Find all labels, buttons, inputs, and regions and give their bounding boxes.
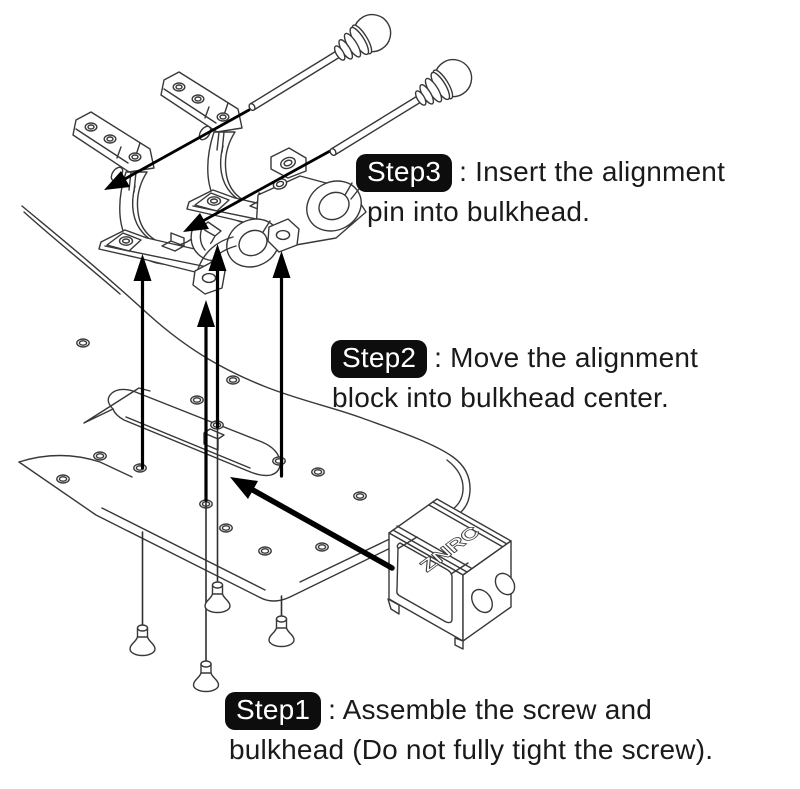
screw-3 [192,660,220,693]
chassis-holes [56,338,367,556]
alignment-pin-1 [239,6,399,125]
screw-1 [129,624,156,657]
step2-badge: Step2 [331,340,428,378]
chassis-rear-edge [21,205,471,519]
screw-4 [268,615,295,648]
step1-caption: Step1: Assemble the screw and bulkhead (… [225,690,770,770]
step2-caption: Step2: Move the alignment block into bul… [331,338,786,418]
screw-2 [204,581,231,614]
step3-text-line1: : Insert the alignment [459,156,726,187]
step3-badge: Step3 [356,154,453,192]
step1-text-line1: : Assemble the screw and [328,694,653,725]
block-move-arrow [230,477,395,571]
chassis-plate [18,205,471,602]
pin-insert-arrow-1 [104,108,251,190]
screw-axis-lines [141,426,283,663]
pin-insert-arrow-2 [183,149,332,232]
lift-arrows [133,244,291,502]
step2-text-line1: : Move the alignment [434,342,699,373]
step2-text-line2: block into bulkhead center. [332,382,669,413]
step1-text-line2: bulkhead (Do not fully tight the screw). [229,734,714,765]
alignment-block: ZNRC [387,498,516,650]
step1-badge: Step1 [225,692,322,730]
step3-text-line2: pin into bulkhead. [367,196,591,227]
step3-caption: Step3: Insert the alignment pin into bul… [356,152,786,232]
